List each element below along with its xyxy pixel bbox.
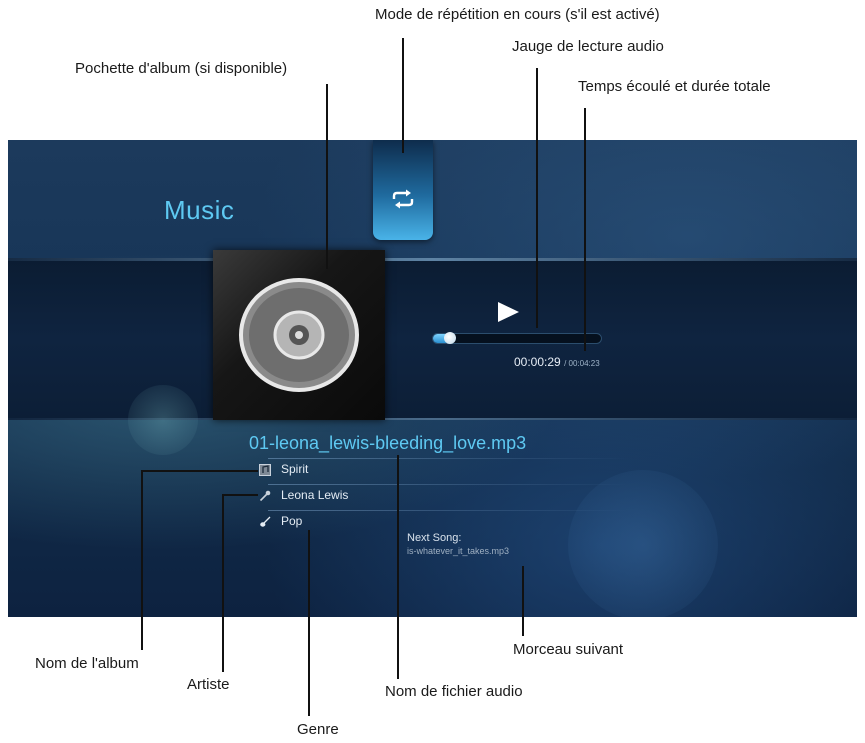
next-song-label: Next Song: bbox=[407, 532, 462, 544]
microphone-icon bbox=[259, 490, 271, 501]
callout-progress-gauge: Jauge de lecture audio bbox=[512, 38, 664, 55]
guitar-icon bbox=[260, 516, 271, 527]
repeat-mode-indicator[interactable] bbox=[373, 140, 433, 240]
leader-line bbox=[308, 530, 310, 716]
repeat-icon bbox=[392, 189, 414, 209]
leader-line bbox=[222, 494, 224, 672]
progress-fill bbox=[433, 334, 450, 343]
callout-time: Temps écoulé et durée totale bbox=[578, 78, 771, 95]
total-duration: / 00:04:23 bbox=[564, 359, 600, 368]
genre-row: Pop bbox=[259, 514, 302, 528]
leader-line bbox=[584, 108, 586, 351]
leader-line bbox=[326, 84, 328, 269]
divider bbox=[268, 510, 628, 511]
leader-line bbox=[397, 455, 399, 679]
album-art bbox=[213, 250, 385, 420]
leader-line bbox=[522, 566, 524, 636]
callout-artist: Artiste bbox=[187, 676, 230, 693]
divider bbox=[268, 484, 628, 485]
elapsed-time: 00:00:29 bbox=[514, 355, 561, 369]
callout-genre: Genre bbox=[297, 721, 339, 738]
leader-line bbox=[536, 68, 538, 328]
callout-repeat-mode: Mode de répétition en cours (s'il est ac… bbox=[375, 6, 660, 23]
progress-gauge[interactable] bbox=[432, 332, 602, 344]
artist-name: Leona Lewis bbox=[281, 488, 349, 502]
cd-placeholder-icon bbox=[239, 278, 359, 392]
audio-filename: 01-leona_lewis-bleeding_love.mp3 bbox=[249, 433, 527, 453]
leader-line bbox=[222, 494, 258, 496]
leader-line bbox=[141, 470, 258, 472]
callout-next-song: Morceau suivant bbox=[513, 641, 624, 658]
album-icon bbox=[259, 463, 271, 476]
background-bokeh bbox=[568, 470, 718, 617]
time-display: 00:00:29 / 00:04:23 bbox=[514, 355, 600, 369]
leader-line bbox=[402, 38, 404, 153]
section-title: Music bbox=[164, 195, 235, 225]
leader-line bbox=[141, 470, 143, 650]
callout-album-art: Pochette d'album (si disponible) bbox=[75, 60, 288, 77]
music-player-screen: Music 00:00:29 / 00:04:23 01-leona_lewis… bbox=[8, 140, 857, 617]
progress-knob[interactable] bbox=[443, 332, 456, 344]
next-song-filename: is-whatever_it_takes.mp3 bbox=[407, 546, 510, 556]
artist-row: Leona Lewis bbox=[259, 488, 348, 502]
callout-album-name: Nom de l'album bbox=[35, 655, 139, 672]
genre-name: Pop bbox=[281, 514, 303, 528]
album-row: Spirit bbox=[259, 462, 308, 476]
background-bokeh bbox=[128, 385, 198, 455]
album-name: Spirit bbox=[281, 462, 309, 476]
divider bbox=[268, 458, 628, 459]
play-icon[interactable] bbox=[495, 301, 521, 323]
callout-filename: Nom de fichier audio bbox=[385, 683, 523, 700]
